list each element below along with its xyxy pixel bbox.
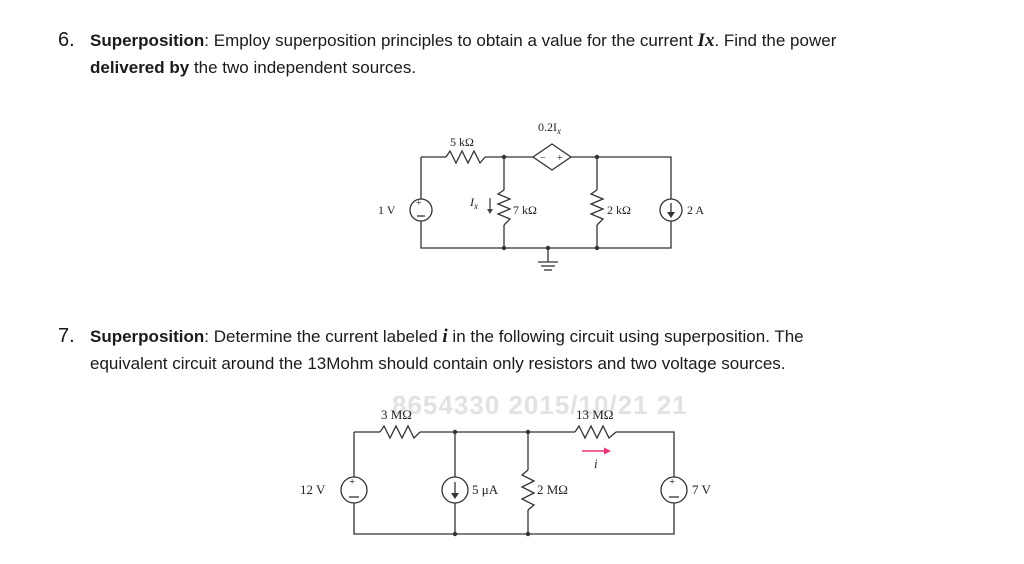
resistor-7k (496, 189, 512, 226)
label-r1: 5 kΩ (450, 135, 474, 149)
problem-text: : Employ superposition principles to obt… (204, 31, 698, 50)
problem-text: . Find the power (714, 31, 837, 50)
problem-text: the two independent sources. (189, 58, 417, 77)
svg-text:+: + (557, 153, 563, 164)
arrow-down-icon (451, 493, 459, 499)
arrow-down-icon (487, 209, 493, 214)
arrow-right-icon (604, 447, 611, 455)
svg-text:+: + (669, 476, 675, 488)
problem-text: : Determine the current labeled (204, 327, 443, 346)
problem-6-line-2: delivered by the two independent sources… (58, 54, 998, 81)
problem-6: 6. Superposition: Employ superposition pr… (58, 27, 998, 81)
problem-number: 7. (58, 325, 75, 347)
problem-number: 6. (58, 29, 75, 51)
label-r3: 2 MΩ (537, 482, 568, 497)
problem-title: Superposition (90, 31, 205, 50)
label-i1: 2 A (687, 203, 704, 217)
problem-6-line-1: 6. Superposition: Employ superposition pr… (58, 27, 998, 54)
circuit-6: + − + 5 kΩ 0.2Ix 1 V Ix 7 kΩ 2 kΩ 2 A (378, 120, 704, 271)
voltage-source-12v (340, 476, 368, 504)
resistor-2k (589, 189, 605, 226)
resistor-2m (520, 469, 536, 511)
label-dep-source: 0.2Ix (538, 120, 561, 136)
svg-text:−: − (540, 153, 546, 164)
label-v1: 1 V (378, 203, 396, 217)
variable-ix: Ix (697, 30, 715, 51)
label-i: i (594, 456, 598, 471)
label-i1: 5 μA (472, 482, 499, 497)
resistor-13m (574, 424, 617, 440)
dependent-voltage-source (531, 143, 573, 171)
label-v1: 12 V (300, 482, 326, 497)
problem-7-line-2: equivalent circuit around the 13Mohm sho… (90, 354, 786, 373)
label-r2: 7 kΩ (513, 203, 537, 217)
label-r3: 2 kΩ (607, 203, 631, 217)
watermark: 8654330 2015/10/21 21 (392, 390, 688, 420)
voltage-source-7v (660, 476, 688, 504)
label-r1: 3 MΩ (381, 407, 412, 422)
circuit-7: + + 3 MΩ 13 MΩ 12 V 5 μA 2 MΩ i 7 V (300, 407, 712, 537)
ground-icon (538, 261, 558, 271)
label-v2: 7 V (692, 482, 712, 497)
voltage-source-1v (409, 198, 433, 222)
label-r2: 13 MΩ (576, 407, 613, 422)
variable-i: i (442, 326, 448, 347)
problem-title: Superposition (90, 327, 205, 346)
problem-7-line-1: 7. Superposition: Determine the current l… (58, 323, 998, 350)
resistor-3m (379, 424, 421, 440)
resistor-5k (445, 149, 486, 165)
bold-phrase: delivered by (90, 58, 190, 77)
problem-text: in the following circuit using superposi… (447, 327, 804, 346)
svg-text:+: + (349, 476, 355, 488)
svg-text:+: + (416, 198, 422, 209)
arrow-down-icon (667, 212, 675, 218)
label-ix: Ix (469, 195, 478, 211)
problem-7: 7. Superposition: Determine the current l… (58, 323, 998, 377)
